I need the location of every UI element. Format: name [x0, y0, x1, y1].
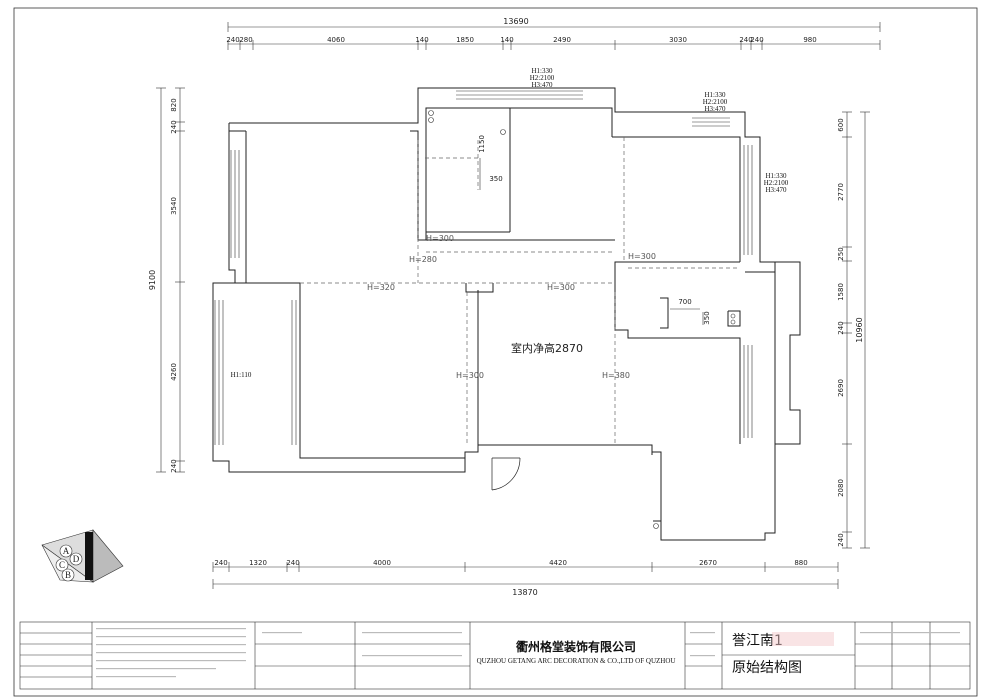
- right-dim-5: 240: [837, 321, 845, 334]
- beam-height-3: H=320: [367, 283, 395, 292]
- walls: [212, 87, 801, 541]
- top-window-h2: H2:2100: [530, 74, 555, 82]
- drain-icon: [500, 129, 506, 135]
- top-dim-10: 240: [750, 36, 763, 44]
- drawing-name: 原始结构图: [732, 660, 802, 676]
- left-dim-1: 820: [170, 98, 178, 111]
- beam-lines: [300, 137, 740, 445]
- top-dim-11: 980: [803, 36, 816, 44]
- stair-height-dim: 350: [703, 311, 711, 324]
- bottom-dim-4: 4000: [373, 559, 391, 567]
- bottom-dim-1: 240: [214, 559, 227, 567]
- beam-height-7: H=380: [602, 371, 630, 380]
- pipe-vertical-dim: 1150: [478, 135, 486, 153]
- title-block-fine-print: [96, 628, 960, 678]
- left-room-height: H1:110: [231, 371, 252, 379]
- pipe-horizontal-dim: 350: [489, 175, 502, 183]
- left-dimensions: [156, 87, 185, 473]
- logo-letter-b: B: [65, 570, 71, 580]
- beam-height-1: H=300: [426, 234, 454, 243]
- left-dim-3: 3540: [170, 197, 178, 215]
- title-block: [19, 621, 971, 690]
- top-dim-9: 240: [739, 36, 752, 44]
- bottom-dim-6: 2670: [699, 559, 717, 567]
- right-dim-1: 600: [837, 118, 845, 131]
- drain-icon: [428, 110, 434, 116]
- windows: [214, 90, 753, 445]
- company-logo: A B C D: [41, 529, 124, 583]
- bottom-overall-dim: 13870: [512, 588, 537, 597]
- top-overall-dim: 13690: [503, 17, 528, 26]
- logo-letter-c: C: [59, 560, 65, 570]
- project-name: 誉江南1: [732, 633, 783, 649]
- right-dim-3: 250: [837, 247, 845, 260]
- room-clear-height-label: 室内净高2870: [511, 341, 583, 355]
- beam-height-4: H=300: [547, 283, 575, 292]
- drain-icon: [730, 319, 736, 325]
- bottom-dim-2: 1320: [249, 559, 267, 567]
- top-dim-5: 1850: [456, 36, 474, 44]
- right-window-h1: H1:330: [766, 172, 788, 180]
- right-dim-8: 240: [837, 533, 845, 546]
- bottom-dimensions: [212, 562, 839, 589]
- fixtures: [428, 110, 736, 529]
- entry-door: [491, 457, 521, 491]
- bottom-dim-5: 4420: [549, 559, 567, 567]
- drain-icon: [428, 117, 434, 123]
- top-dim-1: 240: [226, 36, 239, 44]
- top-dim-6: 140: [500, 36, 513, 44]
- right-dimensions: [842, 111, 870, 549]
- left-dim-4: 4260: [170, 363, 178, 381]
- right-dim-7: 2080: [837, 479, 845, 497]
- logo-letter-a: A: [63, 546, 70, 556]
- top-dim-2: 280: [239, 36, 252, 44]
- top-dimensions: [227, 22, 881, 50]
- right-overall-dim: 10960: [855, 317, 864, 342]
- upper-right-window-h2: H2:2100: [703, 98, 728, 106]
- bottom-dim-7: 880: [794, 559, 807, 567]
- drain-icon: [730, 313, 736, 319]
- right-window-h2: H2:2100: [764, 179, 789, 187]
- top-window-h1: H1:330: [532, 67, 554, 75]
- right-dim-2: 2770: [837, 183, 845, 201]
- beam-height-5: H=300: [628, 252, 656, 261]
- beam-height-6: H=300: [456, 371, 484, 380]
- top-dim-4: 140: [415, 36, 428, 44]
- upper-right-window-h1: H1:330: [705, 91, 727, 99]
- left-dim-2: 240: [170, 120, 178, 133]
- beam-height-2: H=280: [409, 255, 437, 264]
- upper-right-window-h3: H3:470: [705, 105, 727, 113]
- left-overall-dim: 9100: [148, 270, 157, 290]
- left-dim-5: 240: [170, 459, 178, 472]
- top-window-h3: H3:470: [532, 81, 554, 89]
- right-dim-4: 1580: [837, 283, 845, 301]
- company-name-en: QUZHOU GETANG ARC DECORATION & CO.,LTD O…: [477, 657, 676, 665]
- top-dim-3: 4060: [327, 36, 345, 44]
- right-dim-6: 2690: [837, 379, 845, 397]
- top-dim-8: 3030: [669, 36, 687, 44]
- redacted-mark: [772, 632, 834, 646]
- stair-width-dim: 700: [678, 298, 691, 306]
- bottom-dim-3: 240: [286, 559, 299, 567]
- top-dim-7: 2490: [553, 36, 571, 44]
- logo-letter-d: D: [73, 554, 80, 564]
- company-name-cn: 衢州格堂装饰有限公司: [516, 639, 636, 654]
- right-window-h3: H3:470: [766, 186, 788, 194]
- sheet-border: [13, 7, 978, 697]
- drain-icon: [653, 523, 659, 529]
